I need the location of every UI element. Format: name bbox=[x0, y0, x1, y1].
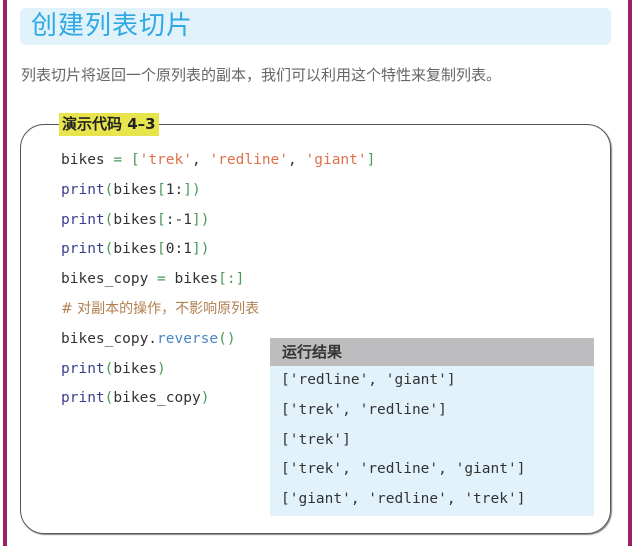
code-token-str: 'redline' bbox=[209, 152, 289, 168]
code-token-br: ) bbox=[200, 390, 210, 407]
output-line: ['redline', 'giant'] bbox=[281, 372, 456, 388]
code-token-br: ) bbox=[157, 360, 166, 377]
code-token-name: bikes_copy bbox=[113, 390, 201, 407]
code-token-name: :-1 bbox=[165, 211, 192, 228]
code-line: print(bikes[0:1]) bbox=[61, 239, 375, 269]
code-token-br: ( bbox=[104, 390, 114, 407]
code-token-br: [ bbox=[157, 211, 166, 228]
code-token-br: [ bbox=[157, 241, 166, 258]
code-block: bikes = ['trek', 'redline', 'giant']prin… bbox=[61, 150, 375, 418]
code-token-com: # 对副本的操作，不影响原列表 bbox=[61, 300, 260, 317]
code-token-br: ]) bbox=[191, 211, 210, 228]
code-token-fn: print bbox=[61, 241, 105, 258]
code-token-br: [ bbox=[157, 181, 166, 198]
code-token-br: ( bbox=[104, 360, 114, 377]
code-token-fn: print bbox=[61, 181, 105, 198]
code-token-name: , bbox=[288, 152, 306, 168]
output-header: 运行结果 bbox=[270, 338, 594, 366]
code-label: 演示代码 4–3 bbox=[59, 113, 159, 136]
code-token-br: ]) bbox=[191, 241, 210, 258]
code-token-br: [:] bbox=[218, 271, 245, 288]
code-token-name: bikes_copy. bbox=[61, 330, 158, 347]
code-token-fn: print bbox=[61, 211, 105, 228]
code-token-br: ]) bbox=[183, 181, 201, 198]
code-token-name: bikes bbox=[113, 181, 158, 198]
intro-text: 列表切片将返回一个原列表的副本，我们可以利用这个特性来复制列表。 bbox=[21, 66, 502, 84]
code-token-op: = bbox=[113, 152, 131, 168]
page-border-left bbox=[3, 0, 7, 546]
output-panel: 运行结果 ['redline', 'giant'] ['trek', 'redli… bbox=[270, 338, 594, 516]
output-line: ['trek', 'redline'] bbox=[281, 401, 447, 418]
code-line: print(bikes) bbox=[61, 359, 375, 389]
code-token-name: , bbox=[191, 152, 210, 168]
output-line: ['trek', 'redline', 'giant'] bbox=[281, 461, 526, 478]
code-token-name: bikes bbox=[61, 152, 114, 168]
code-token-fn: print bbox=[61, 390, 105, 407]
code-token-name: bikes_copy bbox=[61, 271, 158, 288]
section-title: 创建列表切片 bbox=[31, 11, 194, 41]
code-token-br: [ bbox=[130, 152, 140, 168]
code-token-str: 'trek' bbox=[139, 152, 192, 168]
code-token-name: bikes bbox=[113, 360, 158, 377]
code-line: bikes = ['trek', 'redline', 'giant'] bbox=[61, 150, 375, 180]
code-line: bikes_copy = bikes[:] bbox=[61, 269, 375, 299]
code-token-meth: reverse bbox=[157, 330, 219, 347]
code-token-fn: print bbox=[61, 360, 105, 377]
code-line: print(bikes[:-1]) bbox=[61, 210, 375, 240]
code-token-br: ( bbox=[104, 211, 114, 228]
code-token-name: bikes bbox=[113, 241, 158, 258]
output-line: ['trek'] bbox=[281, 431, 351, 448]
page-border-right bbox=[628, 0, 632, 546]
code-token-br: () bbox=[218, 330, 236, 347]
code-token-name: 1: bbox=[165, 181, 184, 198]
section-title-box: 创建列表切片 bbox=[20, 8, 611, 45]
code-token-op: = bbox=[157, 271, 175, 288]
code-example-box bbox=[20, 124, 611, 534]
code-token-name: bikes bbox=[113, 211, 158, 228]
code-token-br: ( bbox=[104, 241, 114, 258]
code-line: print(bikes[1:]) bbox=[61, 180, 375, 210]
code-token-name: bikes bbox=[174, 271, 219, 288]
code-line: # 对副本的操作，不影响原列表 bbox=[61, 299, 375, 329]
code-line: bikes_copy.reverse() bbox=[61, 329, 375, 359]
output-body: ['redline', 'giant'] ['trek', 'redline'] [… bbox=[270, 366, 594, 516]
code-token-name: 0:1 bbox=[165, 241, 192, 258]
output-line: ['giant', 'redline', 'trek'] bbox=[281, 491, 526, 508]
code-token-br: ] bbox=[366, 152, 376, 168]
code-token-br: ( bbox=[104, 181, 114, 198]
code-token-str: 'giant' bbox=[305, 152, 367, 168]
code-line: print(bikes_copy) bbox=[61, 388, 375, 418]
